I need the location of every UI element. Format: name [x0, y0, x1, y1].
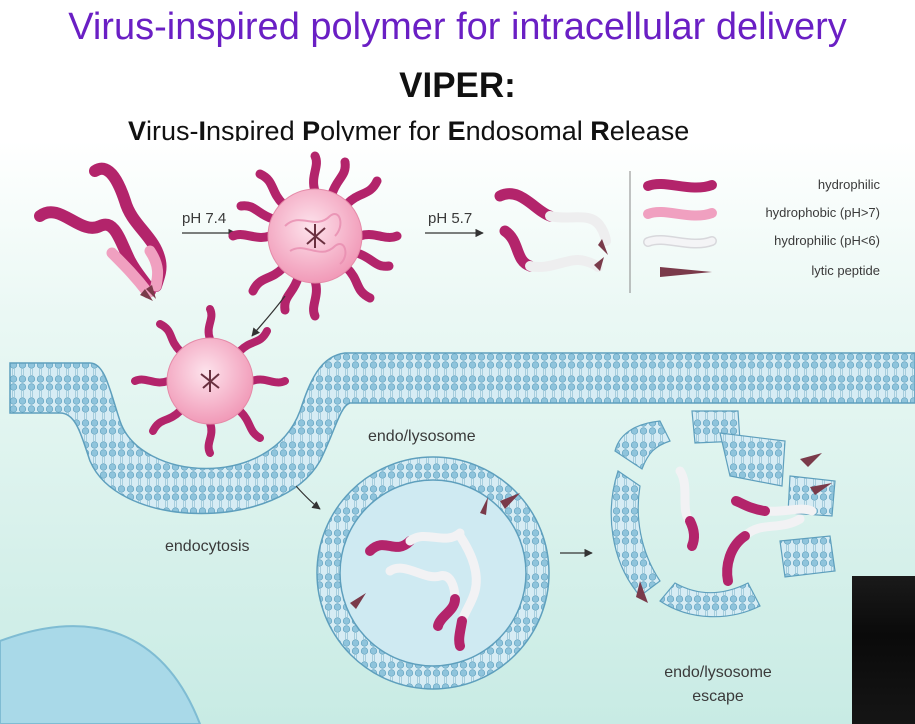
slide-title: Virus-inspired polymer for intracellular…: [68, 6, 847, 48]
legend-swatch-hydrophilic: [643, 178, 717, 193]
expansion-rest-p: olymer for: [320, 116, 448, 143]
acronym-heading: VIPER:: [399, 66, 516, 105]
expansion-rest-v: irus-: [146, 116, 199, 143]
arrow-to-endosome: [295, 485, 321, 510]
expansion-rest-e: ndosomal: [465, 116, 591, 143]
legend-label-hydrophilic-low-ph: hydrophilic (pH<6): [774, 233, 880, 248]
free-polymers: [34, 162, 167, 301]
nucleus-edge: [0, 625, 202, 724]
viper-mechanism-diagram: pH 7.4 pH 5.7: [0, 141, 915, 724]
unfolded-polymers: [494, 188, 611, 273]
legend-label-lytic-peptide: lytic peptide: [811, 263, 880, 278]
expansion-initial-p: P: [302, 116, 321, 143]
label-endocytosis: endocytosis: [165, 538, 250, 555]
expansion-initial-i: I: [198, 116, 207, 143]
legend-label-hydrophobic: hydrophobic (pH>7): [765, 205, 880, 220]
label-ph74: pH 7.4: [182, 210, 226, 227]
expansion-initial-r: R: [590, 116, 610, 143]
expansion-initial-e: E: [447, 116, 466, 143]
expansion-rest-i: nspired: [206, 116, 303, 143]
label-escape-line2: escape: [692, 688, 744, 705]
micelle-endocytosis: [131, 305, 289, 457]
arrow-to-cell: [251, 295, 286, 337]
plasma-membrane: [9, 352, 915, 515]
label-escape-line1: endo/lysosome: [664, 664, 772, 681]
legend-swatch-lytic-peptide: [660, 267, 712, 277]
presenter-video-overlay: [852, 576, 915, 724]
legend: hydrophilic hydrophobic (pH>7) hydrophil…: [643, 177, 881, 278]
label-endolysosome: endo/lysosome: [368, 428, 476, 445]
expansion-rest-r: elease: [609, 116, 690, 143]
label-ph57: pH 5.7: [428, 210, 472, 227]
legend-swatch-hydrophobic: [643, 206, 717, 221]
endosome: [316, 456, 550, 690]
acronym-expansion: Virus-Inspired Polymer for Endosomal Rel…: [128, 113, 888, 143]
micelle-top: [228, 151, 402, 321]
legend-label-hydrophilic: hydrophilic: [818, 177, 881, 192]
ruptured-endosome: [610, 410, 836, 618]
expansion-initial-v: V: [128, 116, 147, 143]
